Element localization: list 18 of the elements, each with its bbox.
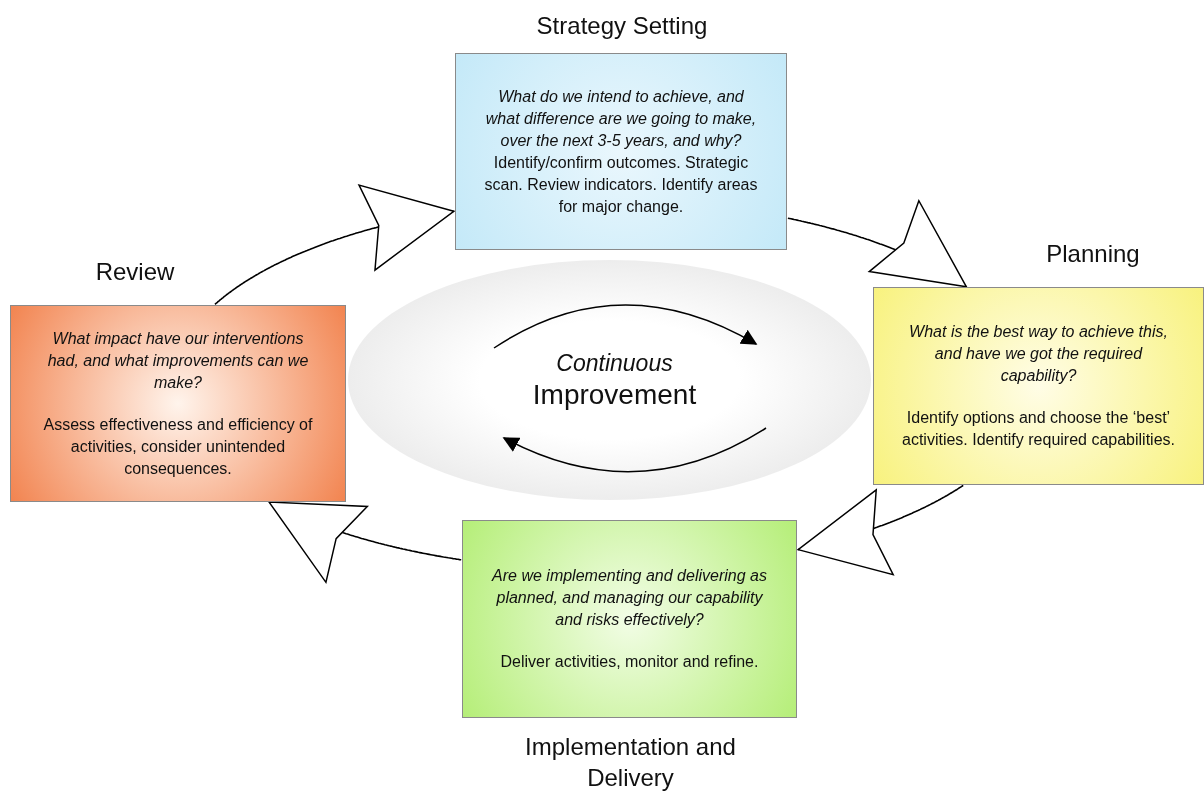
center-title: Improvement: [532, 378, 697, 412]
cycle-arrow: [797, 484, 964, 576]
stage-heading: Strategy Setting: [535, 11, 709, 41]
stage-question: Are we implementing and delivering as planned, and managing our capability and risks effectively?: [490, 566, 768, 630]
stage-description: Identify/confirm outcomes. Strategic scan. Review indicators. Identify areas for major change.: [483, 152, 759, 217]
cycle-arrow: [268, 501, 462, 584]
stage-heading: Review: [94, 257, 176, 287]
cycle-arrow: [787, 200, 968, 288]
stage-description: Assess effectiveness and efficiency of activities, consider unintended consequences.: [42, 414, 314, 479]
stage-question: What is the best way to achieve this, and have we got the required capability?: [908, 322, 1169, 386]
center-title: Continuous: [556, 349, 673, 378]
stage-description: Deliver activities, monitor and refine.: [500, 652, 759, 672]
stage-question: What impact have our interventions had, and what improvements can we make?: [46, 328, 310, 393]
stage-question: What do we intend to achieve, and what difference are we going to make, over the next 3-5 years, and why?: [484, 86, 758, 151]
stage-heading: Implementation and Delivery: [524, 732, 737, 793]
cycle-arrow: [214, 184, 455, 306]
stage-heading: Planning: [1045, 239, 1141, 269]
stage-description: Identify options and choose the ‘best’ activities. Identify required capabilities.: [901, 408, 1176, 450]
